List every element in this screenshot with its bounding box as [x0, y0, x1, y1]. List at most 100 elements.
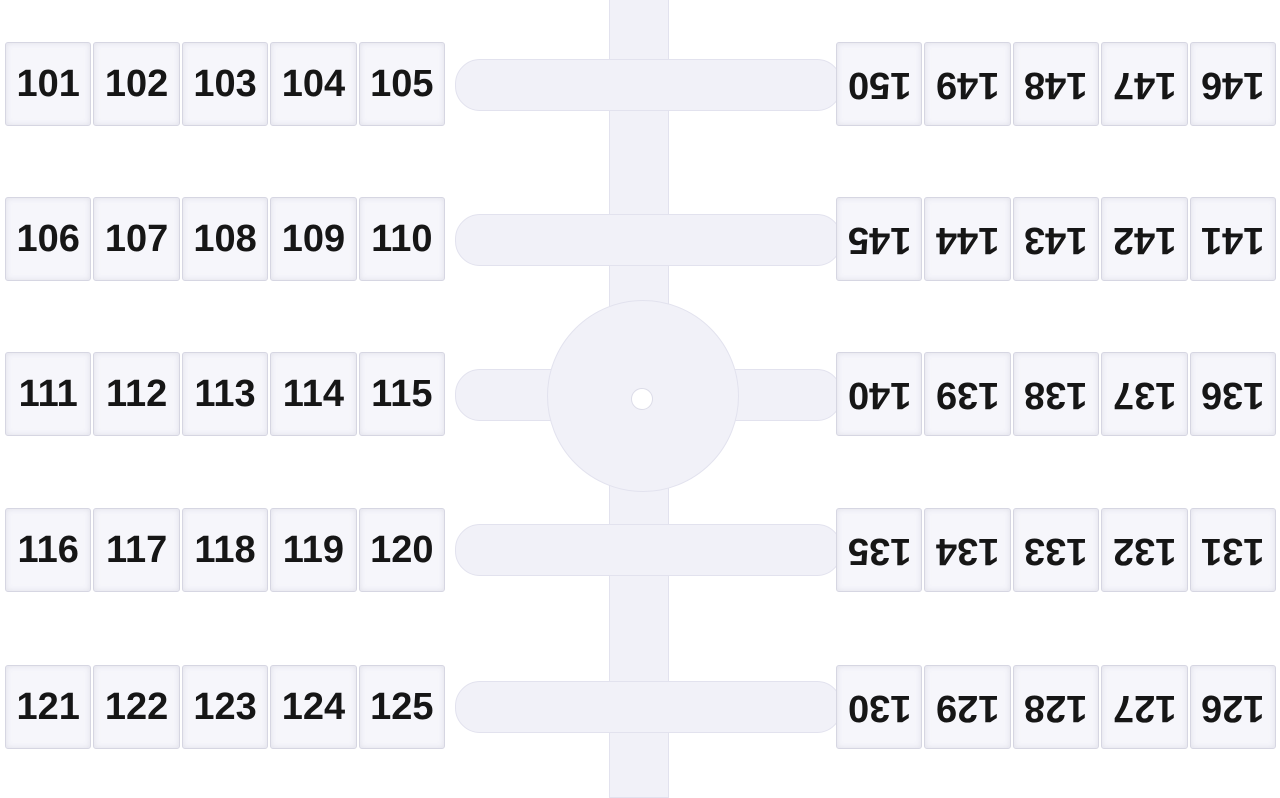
marker-label: 102	[93, 42, 180, 126]
marker-label: 142	[1101, 197, 1188, 281]
marker-label: 149	[924, 42, 1011, 126]
marker-label: 125	[358, 665, 446, 749]
marker-label: 146	[1189, 42, 1277, 126]
marker-number: 141	[1201, 218, 1265, 261]
marker-label: 106	[5, 197, 92, 281]
marker-number: 121	[16, 685, 80, 728]
marker-number: 105	[370, 62, 434, 105]
marker-number: 118	[194, 528, 256, 571]
marker-number: 117	[105, 528, 168, 571]
marker-number: 111	[18, 372, 78, 415]
marker-label: 144	[924, 197, 1011, 281]
marker-number: 136	[1201, 373, 1265, 416]
marker-strip-right: 130 129 128 127 126	[836, 665, 1278, 749]
marker-number: 143	[1024, 218, 1088, 261]
marker-number: 139	[935, 373, 1000, 416]
marker-number: 110	[371, 217, 433, 260]
marker-number: 122	[104, 685, 169, 728]
marker-label: 117	[93, 508, 180, 592]
marker-label: 118	[181, 508, 269, 592]
marker-strip-right: 145 144 143 142 141	[836, 197, 1278, 281]
marker-label: 104	[270, 42, 357, 126]
marker-label: 123	[181, 665, 269, 749]
marker-number: 103	[193, 62, 257, 105]
marker-label: 136	[1189, 352, 1277, 436]
marker-label: 147	[1101, 42, 1188, 126]
marker-number: 128	[1024, 686, 1088, 729]
marker-number: 119	[282, 528, 345, 571]
marker-number: 112	[105, 372, 168, 415]
marker-label: 101	[5, 42, 92, 126]
marker-number: 147	[1112, 63, 1177, 106]
marker-label: 115	[358, 352, 446, 436]
marker-number: 134	[935, 529, 1000, 572]
marker-number: 142	[1112, 218, 1177, 261]
marker-number: 131	[1201, 529, 1265, 572]
marker-label: 124	[270, 665, 357, 749]
marker-strip-left: 116 117 118 119 120	[5, 508, 447, 592]
marker-label: 129	[924, 665, 1011, 749]
marker-label: 150	[836, 42, 923, 126]
marker-strip-left: 101 102 103 104 105	[5, 42, 447, 126]
marker-label: 141	[1189, 197, 1277, 281]
marker-number: 132	[1112, 529, 1177, 572]
marker-number: 115	[371, 372, 433, 415]
marker-label: 109	[270, 197, 357, 281]
marker-label: 116	[5, 508, 92, 592]
marker-strip-right: 150 149 148 147 146	[836, 42, 1278, 126]
marker-label: 107	[93, 197, 180, 281]
marker-label: 128	[1012, 665, 1100, 749]
marker-number: 126	[1201, 686, 1265, 729]
marker-strip-right: 140 139 138 137 136	[836, 352, 1278, 436]
marker-number: 124	[281, 685, 346, 728]
marker-number: 113	[194, 372, 256, 415]
marker-label: 139	[924, 352, 1011, 436]
marker-label: 108	[181, 197, 269, 281]
marker-label: 112	[93, 352, 180, 436]
marker-number: 133	[1024, 529, 1088, 572]
marker-label: 120	[358, 508, 446, 592]
marker-label: 138	[1012, 352, 1100, 436]
marker-number: 150	[847, 63, 911, 106]
carrier-connector	[455, 681, 842, 733]
marker-label: 127	[1101, 665, 1188, 749]
carrier-connector	[455, 524, 842, 576]
marker-label: 114	[270, 352, 357, 436]
marker-label: 137	[1101, 352, 1188, 436]
marker-number: 123	[193, 685, 257, 728]
marker-strip-left: 106 107 108 109 110	[5, 197, 447, 281]
marker-label: 132	[1101, 508, 1188, 592]
marker-label: 113	[181, 352, 269, 436]
marker-label: 122	[93, 665, 180, 749]
marker-number: 106	[16, 217, 80, 260]
marker-label: 135	[836, 508, 923, 592]
marker-number: 108	[193, 217, 257, 260]
marker-strip-left: 111 112 113 114 115	[5, 352, 447, 436]
marker-number: 125	[370, 685, 434, 728]
marker-label: 148	[1012, 42, 1100, 126]
marker-label: 143	[1012, 197, 1100, 281]
marker-number: 101	[16, 62, 80, 105]
marker-number: 149	[935, 63, 1000, 106]
marker-label: 134	[924, 508, 1011, 592]
marker-number: 130	[847, 686, 911, 729]
marker-label: 131	[1189, 508, 1277, 592]
carrier-connector	[455, 214, 842, 266]
marker-label: 121	[5, 665, 92, 749]
marker-strip-right: 135 134 133 132 131	[836, 508, 1278, 592]
marker-label: 111	[5, 352, 92, 436]
marker-label: 130	[836, 665, 923, 749]
marker-number: 116	[17, 528, 79, 571]
marker-number: 144	[935, 218, 1000, 261]
marker-label: 140	[836, 352, 923, 436]
marker-label: 145	[836, 197, 923, 281]
marker-strip-left: 121 122 123 124 125	[5, 665, 447, 749]
marker-number: 109	[281, 217, 346, 260]
marker-number: 137	[1112, 373, 1177, 416]
marker-label: 103	[181, 42, 269, 126]
marker-label: 105	[358, 42, 446, 126]
mounting-hole	[631, 388, 653, 410]
carrier-connector	[455, 59, 842, 111]
marker-number: 140	[847, 373, 911, 416]
marker-label: 133	[1012, 508, 1100, 592]
